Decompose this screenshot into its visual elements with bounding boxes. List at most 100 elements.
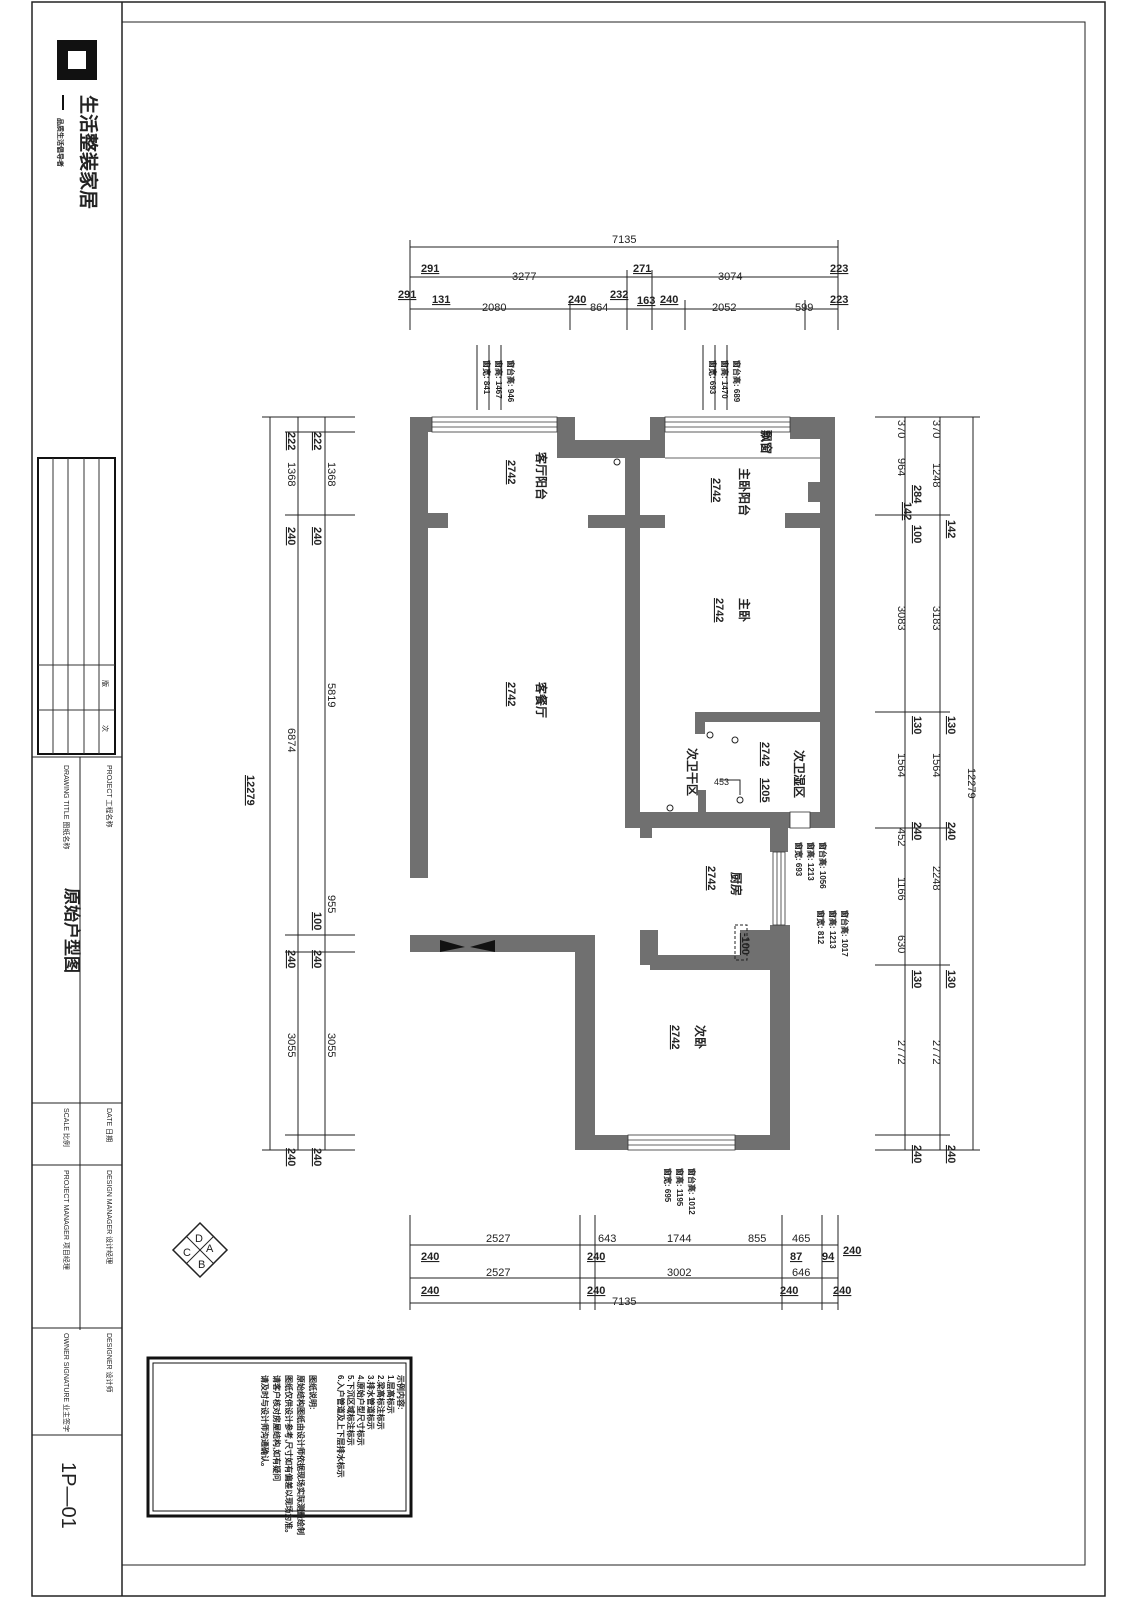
drawing-label: 1205 [759, 778, 771, 802]
drawing-label: 240 [311, 1148, 323, 1166]
drawing-label: 6.入户管道及上下层排水标示 [336, 1375, 346, 1478]
drawing-label: 240 [421, 1285, 439, 1297]
drawing-label: 370 [895, 420, 907, 438]
drawing-label: 2052 [712, 302, 736, 314]
drawing-label: 窗宽: 812 [816, 910, 826, 945]
project-manager-label: PROJECT MANAGER 项目经理 [62, 1170, 71, 1270]
drawing-label: 窗宽: 693 [708, 360, 718, 395]
drawing-label: 643 [598, 1233, 616, 1245]
drawing-label: 240 [660, 294, 678, 306]
drawing-label: 130 [911, 716, 923, 734]
drawing-label: 240 [568, 294, 586, 306]
drawing-label: 240 [285, 1148, 297, 1166]
drawing-label: 7135 [612, 234, 636, 246]
drawing-label: 855 [748, 1233, 766, 1245]
drawing-label: 12279 [244, 775, 256, 806]
drawing-label: 3277 [512, 271, 536, 283]
drawing-label: 2772 [930, 1040, 942, 1064]
notes-box: 示例内容: 1.层高标示 2.梁高标注标示 3.排水管道标示 4.原始户型尺寸标… [146, 1356, 413, 1537]
drawing-label: 2527 [486, 1267, 510, 1279]
drawing-label: 240 [421, 1251, 439, 1263]
title-block: 生活整装家居 品质生活倡导者 版 次 PROJECT 工程名称 DRAWING … [32, 40, 122, 1529]
compass-icon: A B C D [171, 1221, 229, 1279]
drawing-label: 窗高: 1470 [720, 360, 730, 399]
drawing-label: 2742 [705, 866, 717, 890]
drawing-label: 窗宽: 841 [482, 360, 492, 395]
drawing-label: 232 [610, 289, 628, 301]
drawing-label: 2742 [505, 682, 517, 706]
drawing-label: 240 [843, 1245, 861, 1257]
drawing-label: 240 [833, 1285, 851, 1297]
sheet-number: 1P—01 [57, 1462, 79, 1529]
drawing-label: 2742 [669, 1025, 681, 1049]
drawing-label: 240 [780, 1285, 798, 1297]
drawing-label: 1564 [930, 753, 942, 777]
room-second-bedroom: 次卧 [693, 1025, 708, 1049]
drawing-label: 示例内容: [396, 1374, 406, 1410]
drawing-label: 465 [792, 1233, 810, 1245]
drawing-label: -100 [739, 933, 751, 955]
drawing-label: 3183 [930, 606, 942, 630]
drawing-label: 窗宽: 693 [794, 842, 804, 877]
drawing-title-label: DRAWING TITLE 图纸名称 [62, 765, 71, 849]
drawing-label: 130 [945, 970, 957, 988]
drawing-label: 窗高: 1467 [494, 360, 504, 399]
drawing-label: 窗台高: 689 [732, 360, 742, 403]
drawing-label: 646 [792, 1267, 810, 1279]
room-bath-dry: 次卫干区 [685, 748, 700, 796]
drawing-label: 240 [587, 1251, 605, 1263]
room-living-balcony: 客厅阳台 [534, 451, 549, 500]
drawing-label: 2.梁高标注标示 [376, 1375, 386, 1430]
drawing-label: 142 [945, 520, 957, 538]
drawing-label: 窗高: 1195 [675, 1168, 685, 1207]
drawing-label: 240 [945, 822, 957, 840]
drawing-label: 599 [795, 302, 813, 314]
drawing-label: 3.排水管道标示 [366, 1375, 376, 1430]
drawing-label: 3055 [285, 1033, 297, 1057]
drawing-label: 87 [790, 1251, 802, 1263]
drawing-label: 130 [911, 970, 923, 988]
drawing-label: 223 [830, 263, 848, 275]
drawing-label: 240 [911, 822, 923, 840]
drawing-label: 223 [830, 294, 848, 306]
drawing-label: 请客户核对房屋结构,如有疑问 [272, 1375, 282, 1481]
drawing-label: 1.层高标示 [386, 1375, 396, 1414]
drawing-label: 5819 [325, 683, 337, 707]
brand-name: 生活整装家居 [77, 95, 100, 209]
drawing-label: 窗高: 1213 [806, 842, 816, 881]
room-master-balcony: 主卧阳台 [737, 468, 752, 516]
drawing-label: 222 [285, 432, 297, 450]
drawing-label: 窗台高: 1012 [687, 1168, 697, 1215]
drawing-label: 原始结构图纸由设计师依据现场实际测量绘制 [296, 1375, 306, 1535]
drawing-label: 2742 [759, 742, 771, 766]
owner-signature-label: OWNER SIGNATURE 业主签字 [62, 1333, 71, 1432]
brand-slogan: 品质生活倡导者 [56, 118, 65, 167]
drawing-label: 142 [901, 502, 913, 520]
drawing-label: 240 [285, 527, 297, 545]
drawing-label: 窗台高: 946 [506, 360, 516, 403]
drawing-label: 1248 [930, 463, 942, 487]
drawing-label: 1368 [325, 462, 337, 486]
drawing-label: 3083 [895, 606, 907, 630]
room-master-bedroom: 主卧 [737, 598, 752, 622]
drawing-label: 版 [101, 680, 110, 687]
drawing-label: 452 [895, 828, 907, 846]
drawing-label: 2772 [895, 1040, 907, 1064]
windows [431, 416, 811, 1151]
drawing-label: 222 [311, 432, 323, 450]
drawing-label: C [183, 1247, 191, 1259]
drawing-label: 163 [637, 295, 655, 307]
drawing-label: 次 [101, 725, 110, 732]
designer-label: DESIGNER 设计师 [105, 1333, 114, 1393]
drawing-label: 131 [432, 294, 450, 306]
drawing-label: 窗台高: 1017 [840, 910, 850, 957]
drawing-label: 2080 [482, 302, 506, 314]
scale-label: SCALE 比例 [62, 1108, 71, 1147]
drawing-label: 370 [930, 420, 942, 438]
drawing-label: 4.原始户型尺寸标示 [356, 1375, 366, 1446]
room-bath-wet: 次卫湿区 [792, 750, 807, 798]
drawing-label: 240 [285, 950, 297, 968]
drawing-label: 请及时与设计师沟通确认。 [260, 1375, 270, 1471]
drawing-label: 3055 [325, 1033, 337, 1057]
